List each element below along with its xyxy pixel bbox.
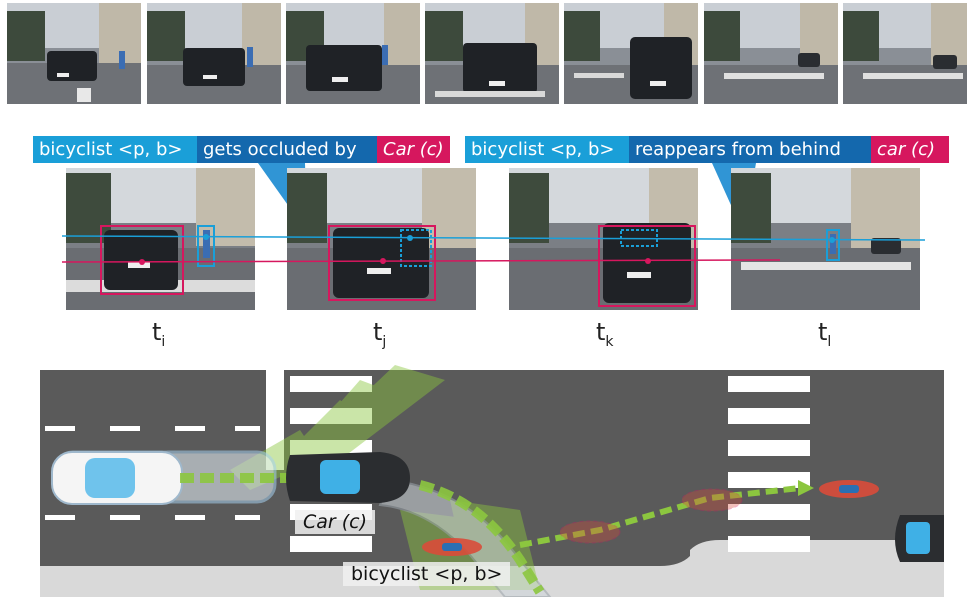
event2-object-label: car (c) [871, 136, 949, 163]
parked-car-icon [895, 515, 944, 562]
thumbnail-1 [7, 3, 141, 104]
thumbnail-5 [564, 3, 698, 104]
car-track-line [61, 259, 781, 263]
frame-ti [66, 168, 255, 310]
bicyclist-markers [422, 480, 879, 556]
black-car-icon [286, 452, 410, 503]
white-car-icon [51, 451, 183, 505]
thumbnail-4 [425, 3, 559, 104]
event1-object-label: Car (c) [377, 136, 450, 163]
topdown-scene [40, 365, 944, 597]
crosswalk-right [728, 376, 810, 552]
car-caption: Car (c) [295, 510, 376, 534]
time-label-l: tl [818, 318, 832, 350]
time-label-i: ti [152, 318, 166, 350]
thumbnail-6 [704, 3, 838, 104]
bicyclist-trajectory [519, 485, 801, 548]
bicyclist-caption: bicyclist <p, b> [343, 562, 511, 586]
lane-dashes [45, 426, 260, 520]
event2-subject-label: bicyclist <p, b> [465, 136, 629, 163]
thumbnail-7 [843, 3, 967, 104]
bicyclist-track-line [61, 235, 926, 241]
time-label-j: tj [373, 318, 387, 350]
event2-verb-label: reappears from behind [629, 136, 871, 163]
event1-verb-label: gets occluded by [197, 136, 377, 163]
time-label-k: tk [596, 318, 614, 350]
track-lines [61, 234, 926, 265]
event1-subject-label: bicyclist <p, b> [33, 136, 197, 163]
thumbnail-2 [147, 3, 281, 104]
car-trajectory-arrow [180, 473, 545, 595]
thumbnail-3 [286, 3, 420, 104]
